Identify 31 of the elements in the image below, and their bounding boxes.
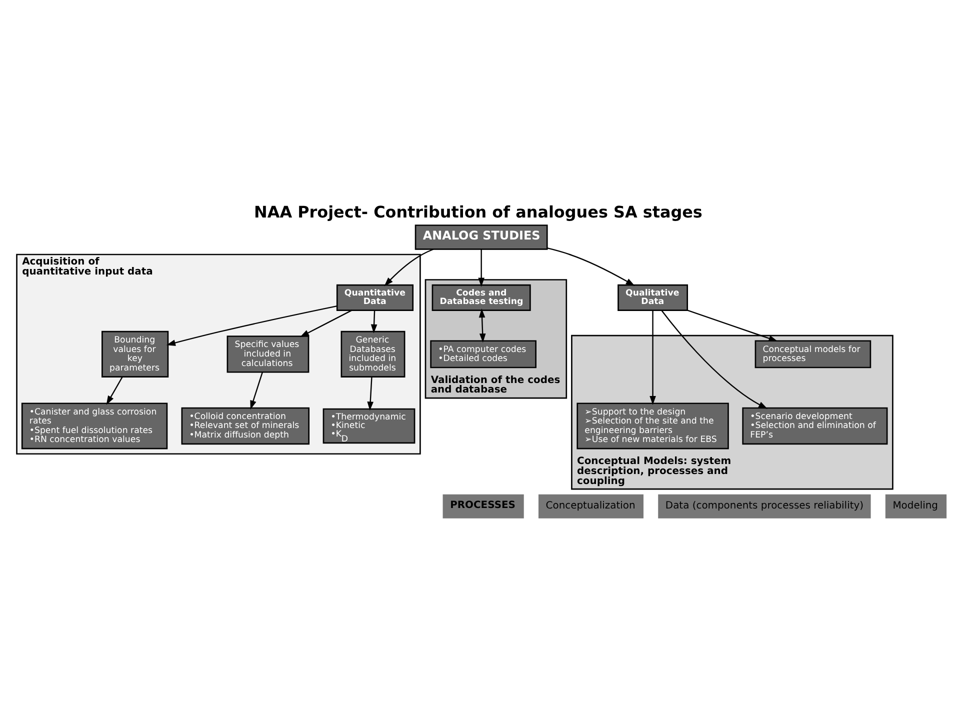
arrow xyxy=(367,376,374,410)
arrow xyxy=(166,304,338,346)
node-box: Bounding values for key parameters xyxy=(102,330,169,377)
arrow xyxy=(478,248,484,286)
node-box: ANALOG STUDIES xyxy=(414,224,548,250)
node-box: •Colloid concentration •Relevant set of minerals •Matrix diffusion depth xyxy=(181,406,310,444)
label: PROCESSES xyxy=(450,500,516,511)
node-box: •PA computer codes •Detailed codes xyxy=(430,340,536,368)
arrow xyxy=(300,309,352,337)
label: Conceptualization xyxy=(546,500,636,512)
node-box: ➢Support to the design ➢Selection of the site and the engineering barriers ➢Use of new materials for EBS xyxy=(576,402,729,449)
diagram-title: NAA Project- Contribution of analogues SA stages xyxy=(254,202,702,221)
arrow xyxy=(106,376,123,404)
label: Modeling xyxy=(892,500,938,512)
arrow xyxy=(384,248,434,286)
arrow xyxy=(250,372,263,410)
node-box: •Scenario development •Selection and elimination of FEP’s xyxy=(742,406,888,444)
node-box: Conceptual models for processes xyxy=(754,340,872,368)
node-box: Qualitative Data xyxy=(618,284,688,310)
arrow xyxy=(478,308,486,342)
node-box: Generic Databases included in submodels xyxy=(340,330,406,377)
node-box: Quantitative Data xyxy=(336,284,414,310)
node-box: Specific values included in calculations xyxy=(226,335,310,372)
node-box: •Canister and glass corrosion rates •Spent fuel dissolution rates •RN concentration values xyxy=(21,402,168,449)
arrow xyxy=(547,247,635,286)
node-box: Codes and Database testing xyxy=(432,284,531,310)
arrow xyxy=(370,310,378,333)
arrow xyxy=(650,310,656,405)
arrow xyxy=(661,310,768,408)
arrow xyxy=(687,309,778,341)
label: Data (components processes reliability) xyxy=(665,500,864,512)
